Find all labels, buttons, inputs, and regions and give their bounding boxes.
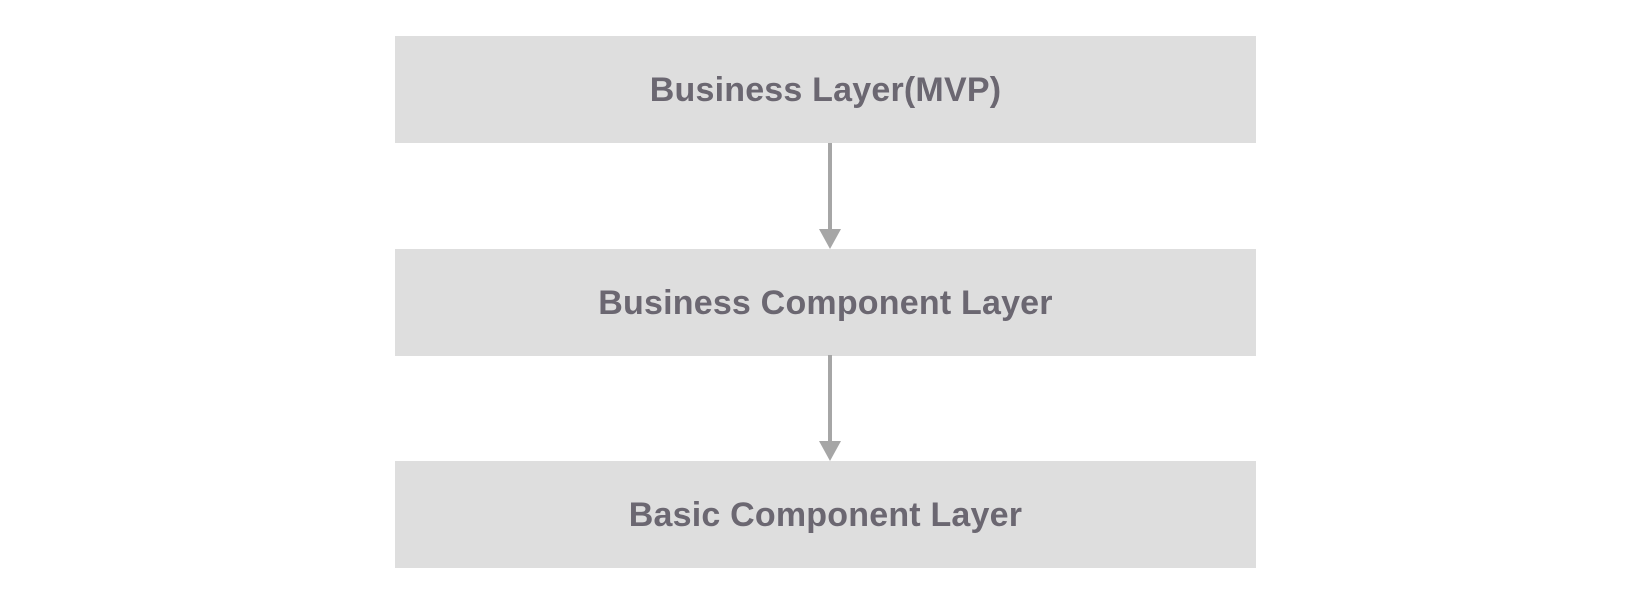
layer-box-business-layer-mvp[interactable]: Business Layer(MVP): [395, 36, 1256, 143]
layer-label: Business Component Layer: [598, 283, 1053, 322]
layer-label: Business Layer(MVP): [649, 70, 1002, 109]
layer-box-basic-component-layer[interactable]: Basic Component Layer: [395, 461, 1256, 568]
arrow-down-icon: [818, 143, 842, 249]
layer-box-business-component-layer[interactable]: Business Component Layer: [395, 249, 1256, 356]
layer-label: Basic Component Layer: [628, 495, 1023, 534]
arrow-down-icon: [818, 355, 842, 461]
